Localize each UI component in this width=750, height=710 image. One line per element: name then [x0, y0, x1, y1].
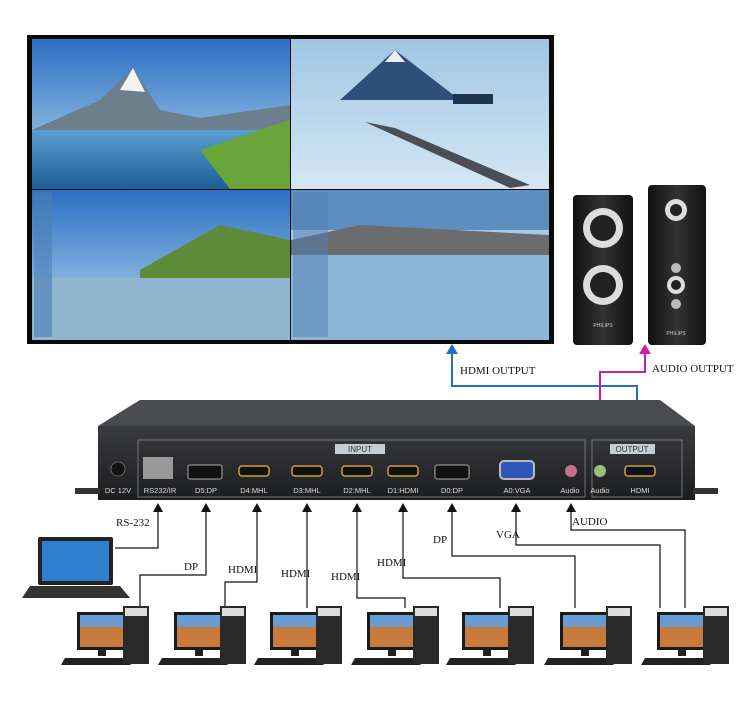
connection-label: AUDIO	[572, 516, 607, 528]
source-pc	[254, 606, 342, 665]
connection-label: DP	[184, 561, 198, 573]
source-pc	[61, 606, 149, 665]
port-label: A0:VGA	[503, 486, 530, 495]
cable-d4	[224, 505, 258, 608]
source-pc	[158, 606, 246, 665]
port-label: D5:DP	[195, 486, 217, 495]
d0-dp-port[interactable]	[434, 464, 470, 480]
port-label: D4:MHL	[240, 486, 268, 495]
audio-input-port[interactable]	[565, 465, 577, 477]
d1-hdmi-port[interactable]	[387, 465, 419, 477]
screen-quadrant-top-left	[32, 39, 290, 189]
connection-label: HDMI	[331, 571, 361, 583]
screen-quadrant-bottom-left	[32, 190, 290, 340]
audio-output-port[interactable]	[594, 465, 606, 477]
screen-quadrant-bottom-right	[291, 190, 549, 340]
d3-mhl-port[interactable]	[291, 465, 323, 477]
connection-label: HDMI	[281, 568, 311, 580]
input-cables	[115, 505, 686, 608]
cable-d2	[356, 505, 406, 608]
cable-d1	[402, 505, 501, 608]
speaker-right: PHILIPS	[648, 185, 706, 345]
port-label: Audio	[590, 486, 609, 495]
cable-d0	[451, 505, 576, 608]
speaker-left: PHILIPS	[573, 195, 633, 345]
cable-rs232	[115, 505, 159, 549]
cable-audio	[570, 505, 686, 608]
port-label-power: DC 12V	[105, 486, 131, 495]
hdmi-output-label: HDMI OUTPUT	[460, 365, 536, 377]
screen-quadrant-top-right	[291, 39, 549, 189]
connection-label: HDMI	[377, 557, 407, 569]
input-section-label: INPUT	[348, 445, 372, 454]
source-pc	[641, 606, 729, 665]
d5-dp-port[interactable]	[187, 464, 223, 480]
connection-label: HDMI	[228, 564, 258, 576]
source-pc	[446, 606, 534, 665]
speaker-brand: PHILIPS	[593, 323, 613, 329]
d4-mhl-port[interactable]	[238, 465, 270, 477]
d2-mhl-port[interactable]	[341, 465, 373, 477]
connection-label: VGA	[496, 529, 520, 541]
port-label: Audio	[560, 486, 579, 495]
laptop	[22, 537, 130, 598]
source-pc	[544, 606, 632, 665]
hdmi-output-port[interactable]	[624, 465, 656, 477]
speaker-brand: PHILIPS	[666, 331, 686, 337]
port-label: D1:HDMI	[388, 486, 419, 495]
port-label: RS232/IR	[144, 486, 177, 495]
a0-vga-port[interactable]	[499, 460, 535, 480]
connection-label: DP	[433, 534, 447, 546]
multiviewer-device: INPUT OUTPUT DC 12V RS232/IR D5:DP D4:MH…	[75, 400, 718, 500]
port-label: D0:DP	[441, 486, 463, 495]
audio-output-label: AUDIO OUTPUT	[652, 363, 734, 375]
output-section-label: OUTPUT	[616, 445, 649, 454]
source-pc	[351, 606, 439, 665]
display-monitor	[27, 35, 554, 344]
port-label: HDMI	[630, 486, 649, 495]
dc-power-jack[interactable]	[110, 461, 126, 477]
port-label: D2:MHL	[343, 486, 371, 495]
port-label: D3:MHL	[293, 486, 321, 495]
cable-vga	[515, 505, 661, 608]
connection-label: RS-232	[116, 517, 150, 529]
rs232-port[interactable]	[143, 457, 173, 479]
cable-d5	[139, 505, 207, 608]
